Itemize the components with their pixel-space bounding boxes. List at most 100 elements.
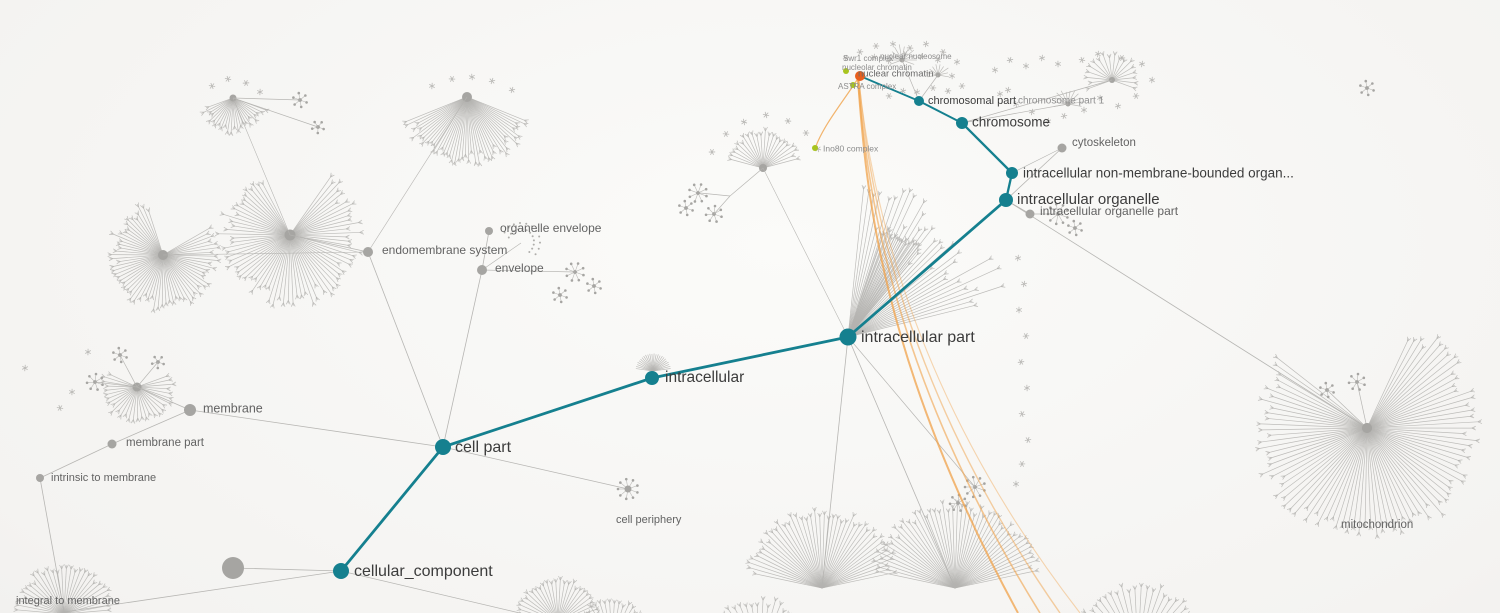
leaf-marker [56, 404, 64, 412]
node-mitochondrion[interactable] [1362, 423, 1372, 433]
label-chromosome[interactable]: chromosome [972, 115, 1050, 130]
node-intrinsic_to_membrane[interactable] [36, 474, 44, 482]
leaf-marker [1094, 50, 1102, 58]
node-endomembrane_system[interactable] [363, 247, 373, 257]
label-intracellular_organelle_part: intracellular organelle part [1040, 204, 1179, 218]
node-nucleosome[interactable] [855, 71, 865, 81]
cluster-fan [1083, 51, 1139, 92]
leaf-marker [1060, 112, 1068, 120]
node-chromosome[interactable] [956, 117, 968, 129]
edge [1005, 147, 1063, 201]
cluster-flower [85, 372, 104, 391]
layer-nodes [36, 68, 1372, 579]
label-organelle_envelope: organelle envelope [500, 221, 602, 235]
dotted-arc [503, 222, 541, 256]
cluster-flower [292, 91, 308, 109]
label-cell_part[interactable]: cell part [455, 439, 512, 456]
leaf-marker [1038, 54, 1046, 62]
leaf-marker [802, 130, 810, 136]
cluster-flower [310, 120, 325, 135]
label-membrane: membrane [203, 401, 263, 415]
layer-decor [21, 40, 1375, 512]
node-cytoskeleton[interactable] [1057, 143, 1067, 153]
path-edge [441, 376, 654, 449]
path-edge [339, 445, 445, 573]
node-green_complex_2[interactable] [850, 82, 856, 88]
node-intracellular_organelle_part[interactable] [1025, 209, 1035, 219]
node-green_complex_1[interactable] [843, 68, 849, 74]
cluster-fan [635, 353, 671, 372]
tiny-label: nuclear chromatin [858, 69, 934, 80]
leaf-marker [242, 79, 250, 87]
leaf-marker [256, 88, 264, 96]
leaf-marker [68, 388, 76, 396]
node-intracellular_nmb_organelle[interactable] [1006, 167, 1018, 179]
leaf-marker [1020, 280, 1028, 288]
node-collapsed_cluster[interactable] [222, 557, 244, 579]
cluster-fan [13, 564, 114, 613]
cluster-flower [586, 277, 602, 295]
leaf-marker [856, 48, 864, 56]
layer-orange [815, 79, 1081, 613]
node-chromosomal_part[interactable] [914, 96, 924, 106]
edge [901, 59, 920, 102]
cluster-fan [107, 202, 222, 314]
leaf-marker [1018, 410, 1026, 418]
node-cell_periphery[interactable] [624, 485, 632, 493]
edge [481, 230, 490, 271]
edge [1356, 381, 1368, 429]
node-ino80_complex[interactable] [812, 145, 818, 151]
cluster-flower [565, 262, 585, 282]
label-cytoskeleton: cytoskeleton [1072, 137, 1136, 149]
leaf-marker [224, 75, 232, 83]
label-cellular_component[interactable]: cellular_component [354, 563, 493, 580]
leaf-marker [468, 73, 476, 81]
cluster-flower [1359, 79, 1375, 97]
leaf-marker [1023, 384, 1031, 392]
node-intracellular_organelle[interactable] [999, 193, 1013, 207]
leaf-marker [889, 40, 897, 48]
label-ino80_complex: Ino80 complex [823, 143, 879, 153]
node-membrane_part[interactable] [107, 439, 117, 449]
edge [729, 167, 764, 197]
leaf-marker [939, 48, 947, 56]
label-chromosomal_part[interactable]: chromosomal part [928, 95, 1016, 107]
label-cell_periphery: cell periphery [616, 514, 682, 526]
label-intracellular_organelle[interactable]: intracellular organelle [1017, 191, 1160, 208]
cluster-flower [948, 493, 967, 512]
leaf-marker [885, 57, 893, 65]
highlight-edge-orange [858, 80, 1061, 613]
highlight-edge-orange [858, 80, 1081, 613]
edge [340, 570, 522, 613]
dotted-arc [507, 228, 535, 253]
node-envelope[interactable] [477, 265, 487, 275]
label-intracellular_nmb_organelle[interactable]: intracellular non-membrane-bounded organ… [1023, 166, 1294, 181]
leaf-marker [1114, 102, 1122, 110]
edge [847, 336, 956, 589]
node-cellular_component[interactable] [333, 563, 349, 579]
label-intracellular_part[interactable]: intracellular part [861, 329, 975, 346]
node-intracellular[interactable] [645, 371, 659, 385]
edge [162, 251, 369, 256]
cluster-flower [688, 183, 708, 203]
edge [63, 570, 342, 613]
edge [961, 79, 1113, 124]
leaf-marker [208, 82, 216, 90]
node-intracellular_part[interactable] [839, 328, 857, 346]
leaf-marker [996, 90, 1004, 98]
tiny-label: nucleolar chromatin [842, 63, 912, 72]
edge [39, 477, 65, 613]
cluster-fan [727, 126, 801, 172]
path-edge [918, 100, 963, 124]
node-organelle_envelope[interactable] [485, 227, 493, 235]
leaf-marker [428, 82, 436, 90]
node-cell_part[interactable] [435, 439, 451, 455]
cluster-fan [745, 506, 898, 589]
node-membrane[interactable] [184, 404, 196, 416]
label-intracellular[interactable]: intracellular [665, 369, 744, 386]
edge [111, 409, 191, 445]
layer-labels: cellular_component cell part intracellular… [16, 52, 1413, 607]
leaf-marker [1012, 100, 1020, 108]
cluster-fan [1080, 582, 1190, 613]
